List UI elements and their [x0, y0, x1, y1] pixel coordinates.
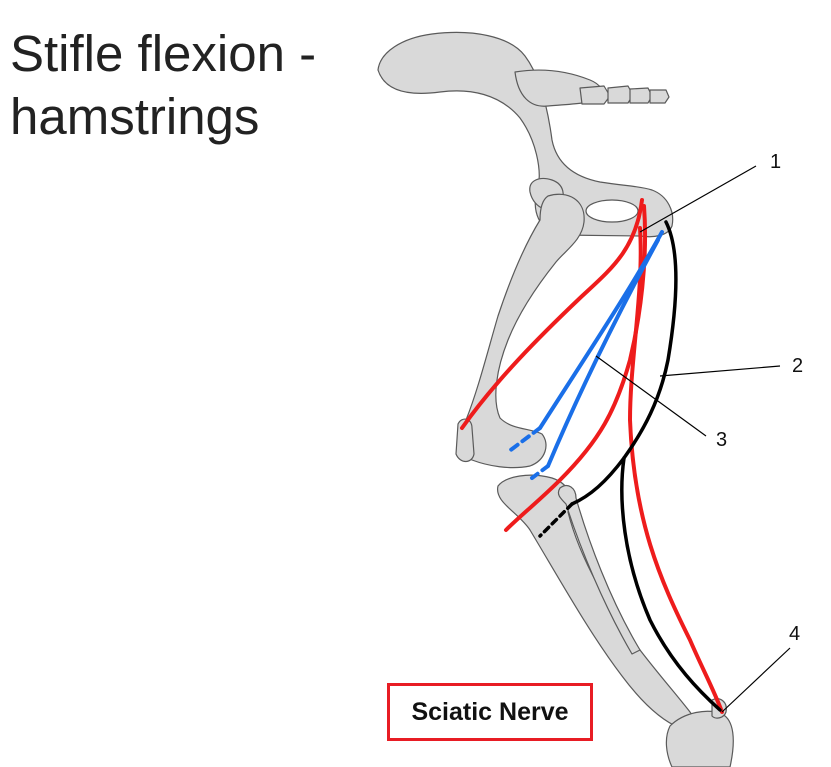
slide-title-line-2: hamstrings	[10, 88, 260, 145]
tail-vertebra-4	[649, 89, 670, 104]
tail-vertebra-2	[607, 85, 634, 104]
pelvis-bone	[377, 31, 674, 238]
skeleton	[377, 31, 734, 767]
label-3: 3	[716, 429, 727, 451]
label-4: 4	[789, 623, 800, 645]
muscle-red-1	[460, 198, 644, 430]
muscle-blue-2	[546, 238, 660, 468]
label-2: 2	[792, 355, 803, 377]
femur-bone	[460, 193, 585, 469]
muscle-blue-1-dashed	[506, 426, 542, 454]
muscle-blue-2-dashed	[530, 464, 550, 480]
sciatic-nerve-callout: Sciatic Nerve	[387, 683, 593, 741]
tail-vertebra-3	[629, 87, 653, 104]
slide-title-line-1: Stifle flexion -	[10, 25, 317, 82]
label-1: 1	[770, 151, 781, 173]
muscle-black-2	[620, 456, 722, 712]
leader-line-4	[721, 647, 791, 713]
leader-line-1	[639, 165, 757, 233]
fibula-bone	[557, 485, 641, 655]
muscle-red-3	[627, 226, 724, 714]
tail-vertebra-1	[579, 85, 611, 105]
obturator-foramen	[585, 199, 639, 223]
muscle-blue-1	[538, 230, 664, 430]
slide-title: Stifle flexion - hamstrings	[10, 22, 380, 148]
tarsus-bone	[665, 710, 734, 767]
leader-lines	[595, 165, 791, 713]
muscle-black-1-dashed	[538, 502, 574, 538]
leader-line-2	[659, 365, 781, 377]
patella-bone	[455, 418, 475, 463]
leader-line-3	[595, 355, 707, 437]
muscle-red-2	[504, 204, 648, 532]
